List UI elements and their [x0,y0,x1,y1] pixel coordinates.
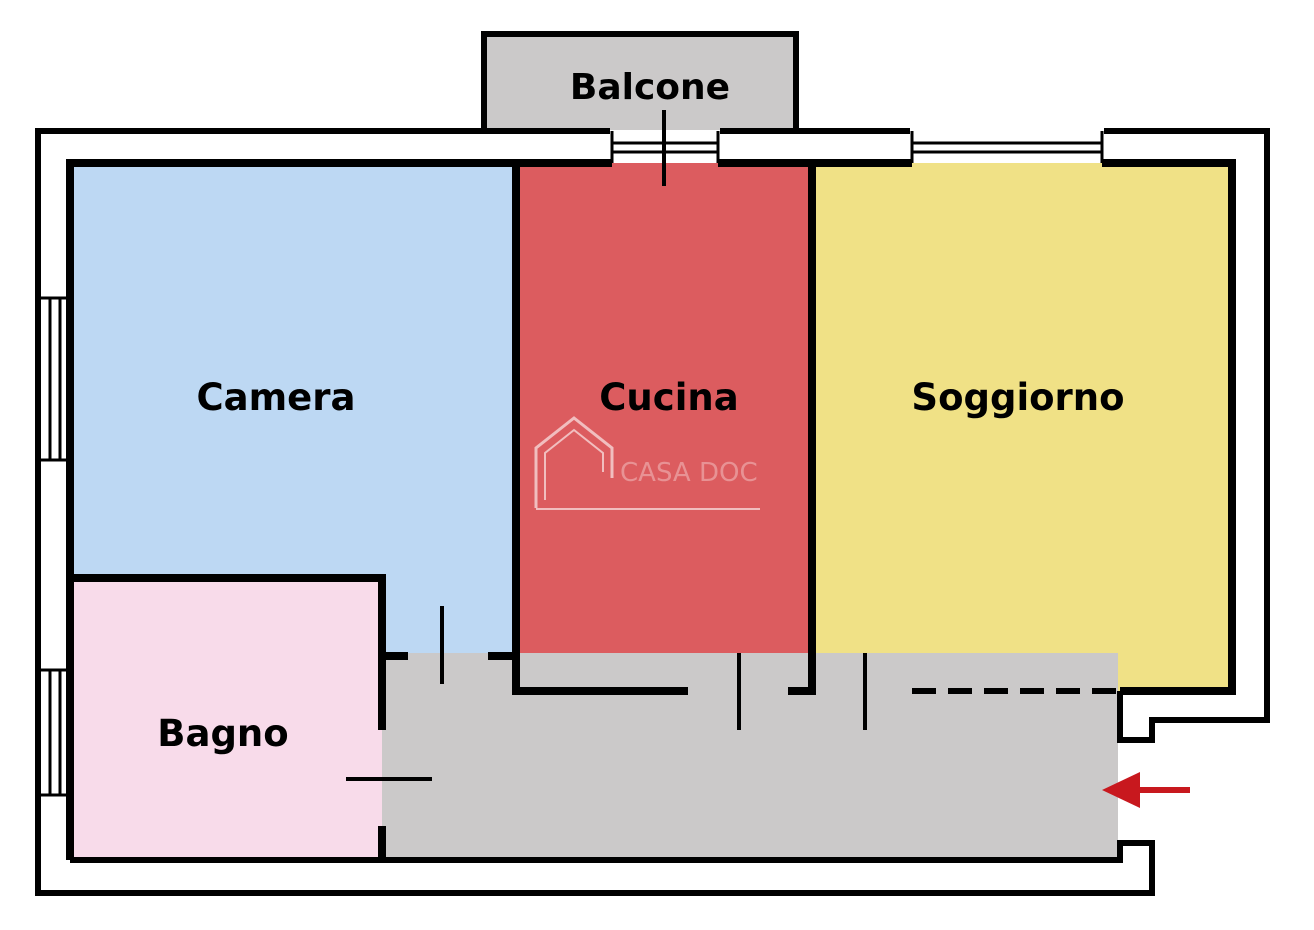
room-balcone-fill [484,34,796,130]
label-soggiorno: Soggiorno [911,376,1124,419]
outer-walls [35,128,1270,896]
watermark-text: CASA DOC [620,458,758,488]
window-left-lower [38,668,70,797]
room-bagno-fill [72,578,382,860]
label-cucina: Cucina [599,376,738,419]
window-left-upper [38,296,70,462]
casa-doc-watermark: CASA DOC [534,416,760,510]
room-camera-fill [70,163,516,653]
house-logo-icon [534,416,614,508]
label-balcone: Balcone [570,67,730,108]
label-camera: Camera [197,376,356,419]
entrance-arrow-icon [1102,772,1190,808]
room-cucina-fill [516,163,812,691]
window-soggiorno [910,131,1104,163]
room-soggiorno-fill [812,163,1232,691]
balcone-outline [481,31,799,128]
partition-walls [72,163,816,860]
label-bagno: Bagno [157,712,288,755]
doors [346,606,867,781]
